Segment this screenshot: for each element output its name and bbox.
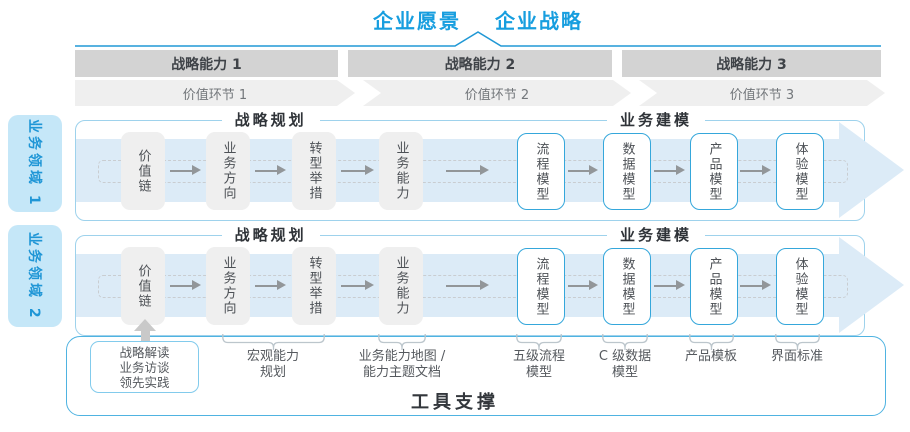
strategy-title: 企业战略	[495, 9, 583, 33]
annotation-process-model: 五级流程 模型	[512, 349, 566, 380]
business-domain-1-label: 业务领域 1	[8, 115, 62, 212]
value-link-1: 价值环节 1	[75, 80, 355, 106]
annotation-capability-map: 业务能力地图 / 能力主题文档	[358, 349, 446, 380]
right-arrow-icon	[568, 280, 598, 291]
up-arrow-icon	[140, 330, 150, 342]
business-domain-panel-2: 战略规划 业务建模 价值链 业务方向 转型举措 业务能力 流程模型 数据模型 产…	[75, 224, 904, 336]
header-titles: 企业愿景 企业战略	[23, 5, 910, 34]
right-arrow-icon	[341, 165, 374, 176]
annotation-product-template: 产品模板	[684, 349, 738, 364]
strategic-capability-2: 战略能力 2	[348, 50, 612, 77]
right-arrow-icon	[740, 165, 771, 176]
box-value-chain: 价值链	[121, 247, 165, 325]
annotation-ui-standard: 界面标准	[770, 349, 824, 364]
value-link-3: 价值环节 3	[639, 80, 885, 106]
box-transformation-initiatives: 转型举措	[292, 247, 336, 325]
box-experience-model: 体验模型	[776, 248, 824, 325]
box-data-model: 数据模型	[603, 133, 651, 210]
up-arrow-icon	[134, 319, 156, 331]
annotation-data-model: C 级数据 模型	[598, 349, 652, 380]
tool-support-container	[66, 336, 886, 416]
strategic-planning-title: 战略规划	[221, 109, 320, 130]
business-domain-2-label: 业务领域 2	[8, 225, 62, 327]
right-arrow-icon	[654, 165, 685, 176]
strategic-capability-1: 战略能力 1	[75, 50, 338, 77]
box-process-model: 流程模型	[517, 248, 565, 325]
flow-arrow-head	[839, 122, 904, 218]
vision-brace-line	[75, 31, 881, 47]
strategy-inputs-box: 战略解读 业务访谈 领先实践	[90, 341, 199, 393]
brace-connector	[689, 334, 734, 350]
right-arrow-icon	[740, 280, 771, 291]
box-business-direction: 业务方向	[206, 132, 250, 210]
strategy-inputs-text: 战略解读 业务访谈 领先实践	[119, 344, 170, 390]
strategic-capability-3: 战略能力 3	[622, 50, 881, 77]
value-link-2: 价值环节 2	[363, 80, 631, 106]
box-process-model: 流程模型	[517, 133, 565, 210]
right-arrow-icon	[341, 280, 374, 291]
right-arrow-icon	[568, 165, 598, 176]
box-experience-model: 体验模型	[776, 133, 824, 210]
annotation-macro-capability: 宏观能力 规划	[246, 349, 300, 380]
box-business-direction: 业务方向	[206, 247, 250, 325]
brace-connector	[775, 334, 820, 350]
box-value-chain: 价值链	[121, 132, 165, 210]
brace-connector	[516, 334, 562, 350]
right-arrow-icon	[446, 280, 489, 291]
box-business-capability: 业务能力	[379, 247, 423, 325]
box-transformation-initiatives: 转型举措	[292, 132, 336, 210]
brace-connector	[222, 334, 325, 350]
dashed-track	[98, 275, 848, 298]
brace-connector	[602, 334, 648, 350]
right-arrow-icon	[170, 280, 201, 291]
box-product-model: 产品模型	[690, 248, 738, 325]
business-modeling-title: 业务建模	[606, 224, 705, 245]
brace-connector	[378, 334, 426, 350]
vision-title: 企业愿景	[373, 9, 461, 33]
right-arrow-icon	[446, 165, 489, 176]
strategic-planning-title: 战略规划	[221, 224, 320, 245]
right-arrow-icon	[255, 165, 286, 176]
business-modeling-title: 业务建模	[606, 109, 705, 130]
box-business-capability: 业务能力	[379, 132, 423, 210]
business-domain-panel-1: 战略规划 业务建模 价值链 业务方向 转型举措 业务能力 流程模型 数据模型 产…	[75, 109, 904, 221]
tool-support-label: 工具支撑	[411, 392, 499, 413]
box-product-model: 产品模型	[690, 133, 738, 210]
right-arrow-icon	[255, 280, 286, 291]
flow-arrow-head	[839, 237, 904, 333]
right-arrow-icon	[654, 280, 685, 291]
dashed-track	[98, 160, 848, 183]
box-data-model: 数据模型	[603, 248, 651, 325]
right-arrow-icon	[170, 165, 201, 176]
